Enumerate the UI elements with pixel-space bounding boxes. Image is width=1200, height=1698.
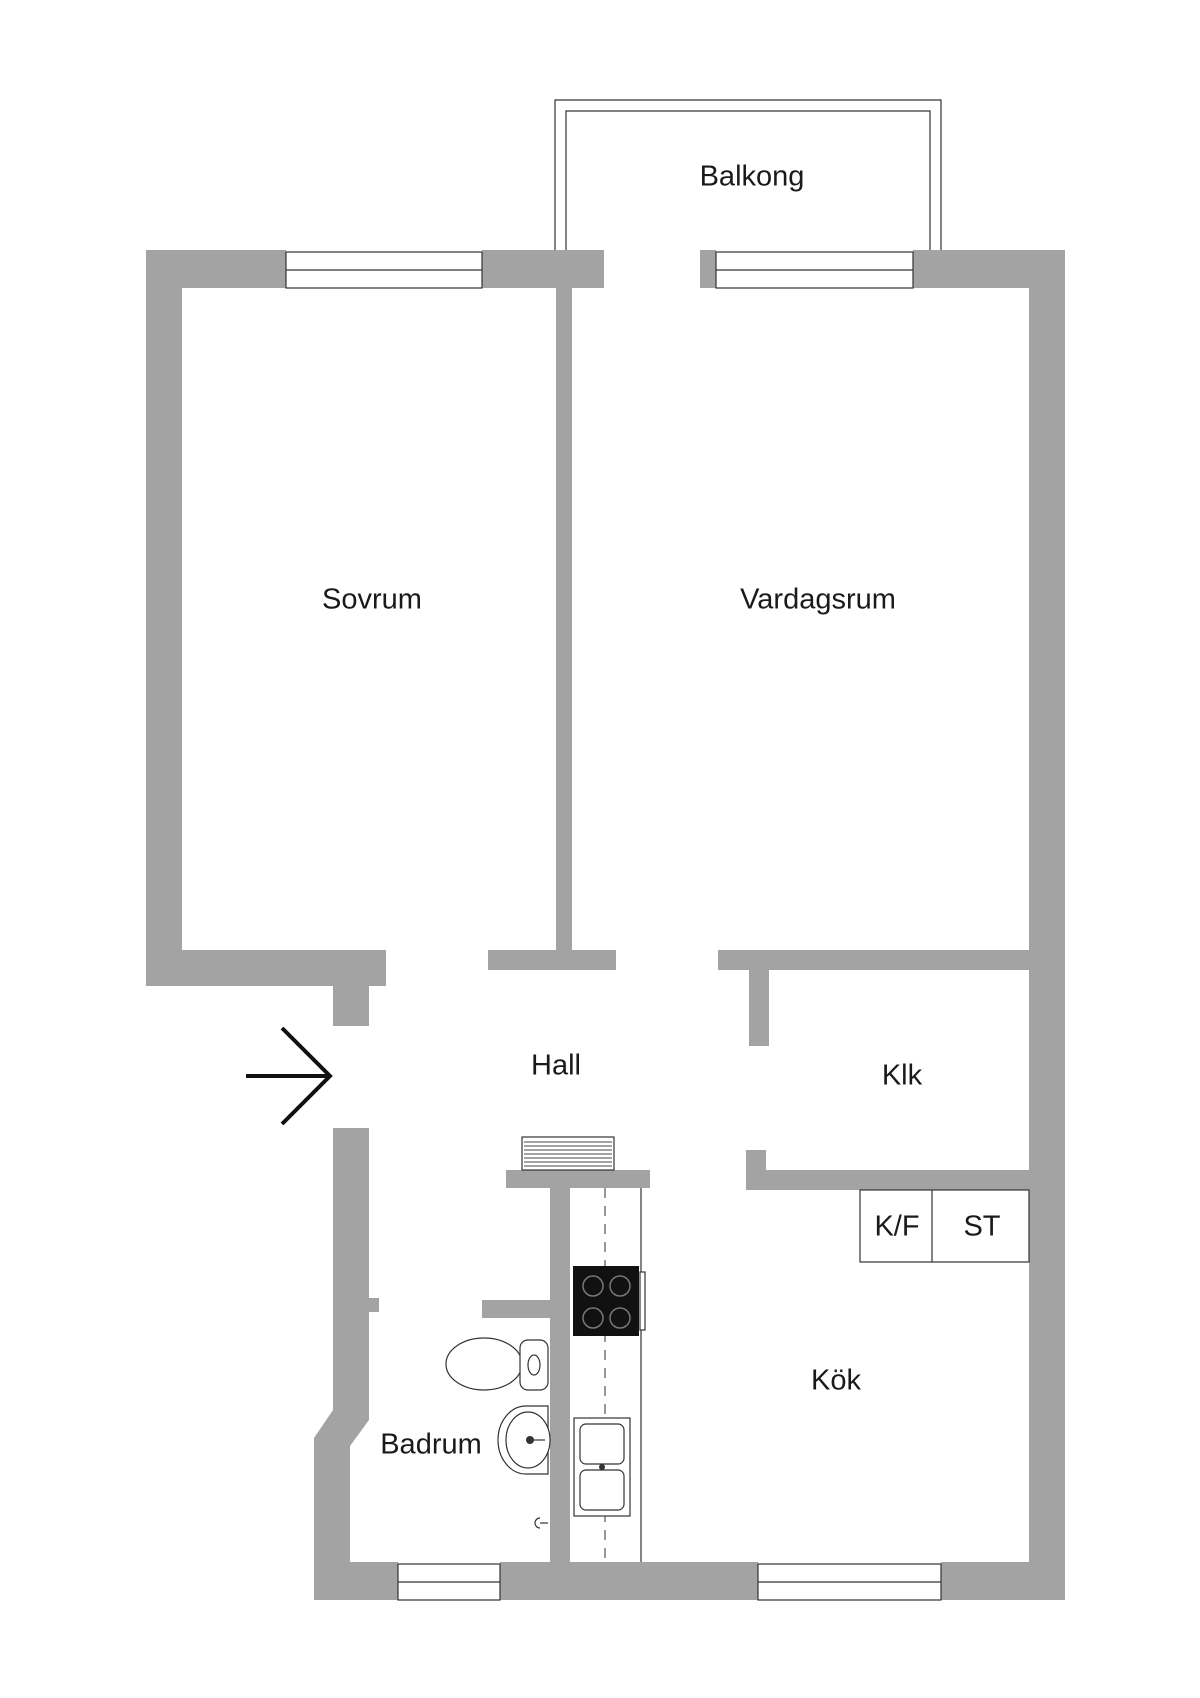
windows	[285, 251, 942, 1601]
stove-icon	[573, 1266, 646, 1336]
label-bathroom: Badrum	[380, 1429, 482, 1461]
kitchen-cabinets	[859, 1189, 1030, 1263]
window-kitchen	[757, 1563, 942, 1601]
kitchen-sink-icon	[573, 1417, 631, 1517]
interior-walls	[482, 288, 1029, 1562]
hall-rack-icon	[521, 1136, 615, 1171]
label-kitchen: Kök	[811, 1365, 861, 1397]
outer-walls	[146, 250, 1065, 1600]
bathroom-sink-icon	[497, 1405, 551, 1475]
label-closet: Klk	[882, 1060, 923, 1092]
label-fridge-freezer: K/F	[874, 1211, 919, 1243]
label-balcony: Balkong	[700, 161, 805, 193]
entry-arrow-icon	[246, 1026, 333, 1126]
toilet-icon	[445, 1337, 549, 1391]
balcony	[554, 99, 942, 250]
window-bedroom	[285, 251, 483, 289]
label-living-room: Vardagsrum	[740, 584, 896, 616]
label-storage: ST	[963, 1211, 1000, 1243]
label-hall: Hall	[531, 1050, 581, 1082]
window-living	[715, 251, 914, 289]
hook-icon	[534, 1517, 548, 1529]
window-bathroom	[397, 1563, 501, 1601]
label-bedroom: Sovrum	[322, 584, 422, 616]
